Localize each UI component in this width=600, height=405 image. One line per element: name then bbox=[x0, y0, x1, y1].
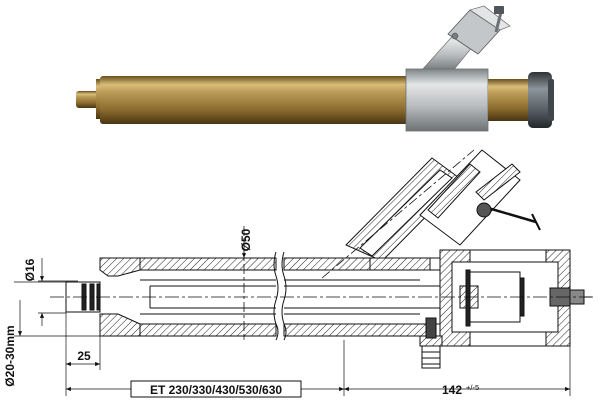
angled-bracket bbox=[421, 5, 511, 73]
bottom-valve bbox=[419, 317, 443, 369]
label-et-range: ET 230/330/430/530/630 bbox=[150, 383, 282, 397]
dim-d16 bbox=[38, 258, 78, 326]
label-25: 25 bbox=[77, 349, 91, 363]
label-142: 142 bbox=[442, 383, 462, 397]
dim-142 bbox=[344, 346, 571, 396]
end-cap bbox=[528, 72, 552, 128]
label-d20-30: Ø20-30mm bbox=[3, 325, 17, 386]
angled-mount-section bbox=[345, 149, 541, 262]
brass-tube bbox=[100, 76, 412, 124]
label-d50: Ø50 bbox=[239, 228, 253, 251]
technical-drawing bbox=[14, 149, 596, 396]
label-d16: Ø16 bbox=[23, 258, 37, 281]
dim-25 bbox=[65, 312, 101, 370]
device-photo bbox=[76, 5, 554, 132]
dim-d20-30 bbox=[14, 281, 100, 337]
aluminium-block bbox=[405, 68, 489, 132]
label-142-tolerance: +/-5 bbox=[466, 383, 479, 392]
break-line bbox=[273, 251, 279, 341]
rear-housing bbox=[439, 249, 592, 347]
brass-tip bbox=[76, 91, 100, 108]
brass-sleeve bbox=[488, 79, 532, 121]
screw-icon bbox=[494, 6, 504, 33]
